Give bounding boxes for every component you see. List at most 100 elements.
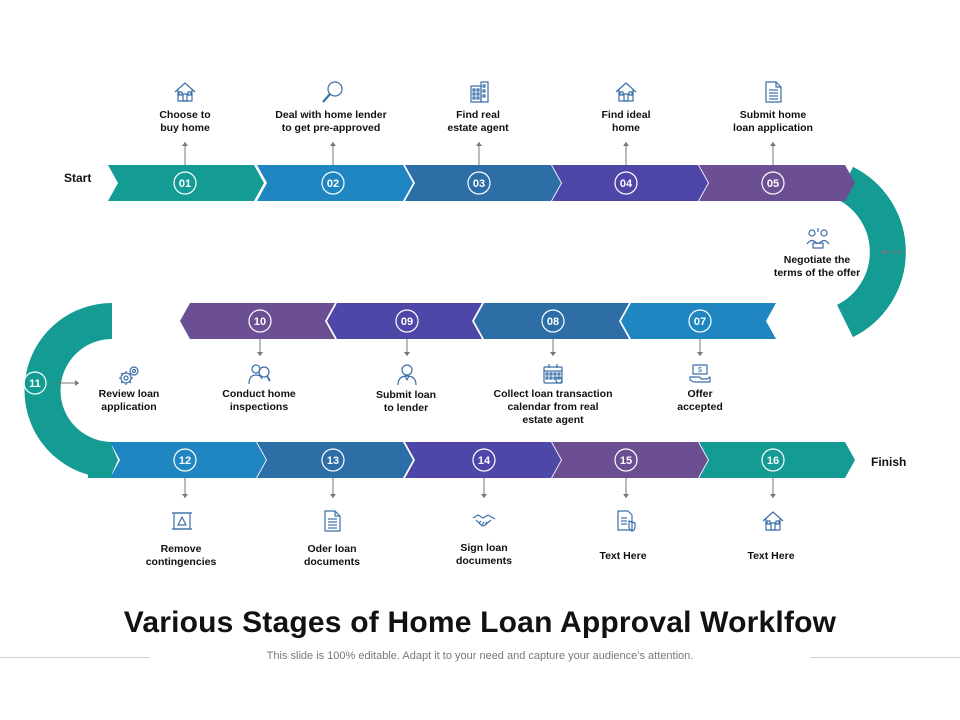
chevron-step-16 bbox=[699, 442, 855, 478]
chevron-step-10 bbox=[180, 303, 335, 339]
step-number-circle bbox=[467, 171, 491, 195]
step-number-circle bbox=[761, 448, 785, 472]
step-number-circle bbox=[761, 171, 785, 195]
house-icon bbox=[615, 82, 637, 102]
footer-rule-left bbox=[0, 657, 150, 658]
connector-step-5-head bbox=[770, 142, 776, 146]
step-number-circle bbox=[472, 448, 496, 472]
connector-step-16-head bbox=[770, 494, 776, 498]
chevron-step-14 bbox=[405, 442, 561, 478]
chevron-step-3 bbox=[405, 165, 561, 201]
gears-icon bbox=[119, 366, 139, 385]
connector-step-9-head bbox=[404, 352, 410, 356]
step-number: 02 bbox=[327, 178, 339, 190]
document-icon bbox=[765, 81, 782, 103]
step-number: 15 bbox=[620, 455, 632, 467]
step-number: 05 bbox=[767, 178, 779, 190]
step-number: 13 bbox=[327, 455, 339, 467]
secure-document-icon bbox=[617, 510, 636, 532]
step-number: 12 bbox=[179, 455, 191, 467]
chevron-step-9 bbox=[327, 303, 482, 339]
house-icon bbox=[762, 511, 784, 531]
chevron-step-13 bbox=[257, 442, 413, 478]
chevron-step-1 bbox=[108, 165, 264, 201]
handshake-icon bbox=[472, 514, 496, 527]
chevron-step-7 bbox=[621, 303, 776, 339]
page-title: Various Stages of Home Loan Approval Wor… bbox=[123, 606, 837, 639]
connector-step-15-head bbox=[623, 494, 629, 498]
connector-step-7-head bbox=[697, 352, 703, 356]
building-icon bbox=[470, 81, 489, 103]
step-number-circle bbox=[541, 309, 565, 333]
step-number: 04 bbox=[620, 178, 633, 190]
step-number: 06 bbox=[915, 247, 927, 259]
bend-tail bbox=[88, 442, 118, 478]
chevron-step-4 bbox=[552, 165, 708, 201]
chevron-step-8 bbox=[474, 303, 629, 339]
connector-step-12-head bbox=[182, 494, 188, 498]
step-number: 09 bbox=[401, 316, 413, 328]
chevron-step-2 bbox=[257, 165, 413, 201]
connector-step-1-head bbox=[182, 142, 188, 146]
person-icon bbox=[397, 364, 417, 386]
step-number-circle bbox=[395, 309, 419, 333]
step-number-circle bbox=[688, 309, 712, 333]
connector-step-14-head bbox=[481, 494, 487, 498]
footer-rule-right bbox=[810, 657, 960, 658]
step-number-circle bbox=[614, 448, 638, 472]
inspection-icon bbox=[248, 364, 271, 385]
document-icon bbox=[324, 510, 341, 532]
connector-step-13-head bbox=[330, 494, 336, 498]
calendar-icon bbox=[543, 364, 563, 384]
step-number: 16 bbox=[767, 455, 779, 467]
connector-step-2-head bbox=[330, 142, 336, 146]
scroll-icon bbox=[172, 512, 192, 530]
magnifier-icon bbox=[322, 81, 343, 103]
people-negotiation-icon bbox=[806, 228, 830, 249]
step-number-circle bbox=[321, 171, 345, 195]
finish-label: Finish bbox=[871, 455, 907, 469]
step-number-circle bbox=[248, 309, 272, 333]
connector-step-10-head bbox=[257, 352, 263, 356]
step-number: 03 bbox=[473, 178, 485, 190]
connector-step-4-head bbox=[623, 142, 629, 146]
step-number-circle bbox=[173, 448, 197, 472]
connector-step-11-head bbox=[75, 380, 79, 386]
chevron-step-12 bbox=[110, 442, 266, 478]
house-icon bbox=[174, 82, 196, 102]
step-label-15: Text Here bbox=[599, 550, 647, 562]
svg-text:$: $ bbox=[698, 367, 702, 374]
step-label-16: Text Here bbox=[747, 550, 795, 562]
step-number: 11 bbox=[29, 378, 41, 390]
step-number: 07 bbox=[694, 316, 706, 328]
connector-step-6-head bbox=[881, 249, 885, 255]
step-number: 01 bbox=[179, 178, 191, 190]
step-number-circle bbox=[321, 448, 345, 472]
page-subtitle: This slide is 100% editable. Adapt it to… bbox=[266, 650, 694, 662]
step-number: 14 bbox=[478, 455, 491, 467]
step-number-circle bbox=[909, 240, 933, 264]
connector-step-8-head bbox=[550, 352, 556, 356]
hand-offer-icon: $ bbox=[689, 364, 711, 383]
step-number-circle bbox=[173, 171, 197, 195]
start-label: Start bbox=[64, 171, 92, 185]
step-number-circle bbox=[614, 171, 638, 195]
step-number-circle bbox=[23, 371, 47, 395]
step-number: 08 bbox=[547, 316, 559, 328]
chevron-step-15 bbox=[552, 442, 708, 478]
